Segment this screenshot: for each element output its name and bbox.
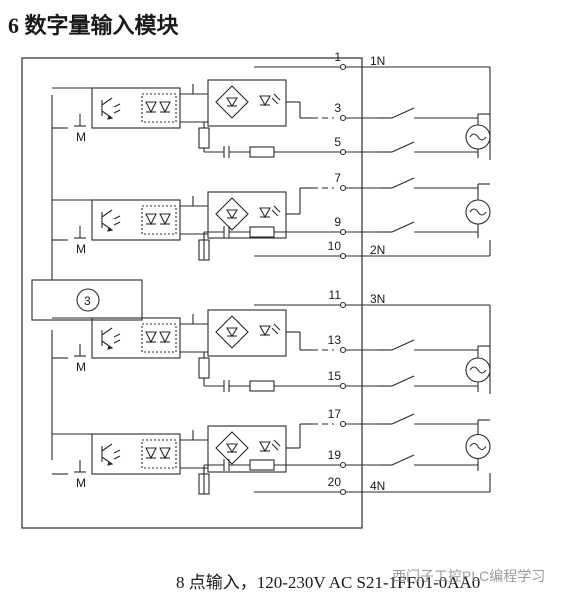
ground-label: M (76, 476, 86, 490)
rectifier-bridge (215, 431, 249, 465)
terminal-label: 3N (370, 292, 385, 306)
terminal-number: 19 (328, 448, 342, 462)
resistor (249, 459, 275, 471)
optocoupler-box (91, 433, 181, 475)
terminal-point (339, 420, 347, 428)
terminal-point (339, 301, 347, 309)
terminal-point (339, 114, 347, 122)
terminal-label: 2N (370, 243, 385, 257)
terminal-number: 5 (334, 135, 341, 149)
terminal-number: 1 (334, 50, 341, 64)
terminal-number: 7 (334, 171, 341, 185)
input-switch (391, 177, 415, 189)
input-switch (391, 454, 415, 466)
optocoupler-box (91, 199, 181, 241)
ground-label: M (76, 242, 86, 256)
input-switch (391, 339, 415, 351)
optocoupler-box (91, 317, 181, 359)
ground-label: M (76, 130, 86, 144)
resistor (249, 226, 275, 238)
terminal-number: 3 (334, 101, 341, 115)
watermark-text: 西门子工控PLC编程学习 (392, 568, 546, 584)
module-marker-number: 3 (84, 294, 91, 308)
terminal-label: 4N (370, 479, 385, 493)
terminal-point (339, 148, 347, 156)
terminal-label: 1N (370, 54, 385, 68)
module-marker-box (31, 279, 143, 321)
terminal-point (339, 461, 347, 469)
module-outline (21, 57, 363, 529)
input-switch (391, 375, 415, 387)
terminal-number: 11 (329, 288, 342, 302)
resistor (198, 127, 210, 149)
page-title: 6 数字量输入模块 (8, 13, 179, 38)
rectifier-bridge (215, 315, 249, 349)
terminal-number: 15 (328, 369, 342, 383)
input-switch (391, 107, 415, 119)
input-channel-group: M (52, 177, 491, 261)
terminal-point (339, 382, 347, 390)
terminal-number: 10 (328, 239, 342, 253)
terminal-point (339, 228, 347, 236)
resistor (198, 357, 210, 379)
terminal-number: 17 (328, 407, 342, 421)
resistor (249, 380, 275, 392)
resistor (249, 146, 275, 158)
terminal-number: 9 (334, 215, 341, 229)
input-channel-group: M (52, 304, 491, 394)
ground-label: M (76, 360, 86, 374)
rectifier-bridge (215, 85, 249, 119)
terminal-point (339, 252, 347, 260)
terminal-point (339, 184, 347, 192)
input-switch (391, 413, 415, 425)
terminal-point (339, 346, 347, 354)
input-switch (391, 141, 415, 153)
figure-caption: 8 点输入，120-230V AC S21-1FF01-0AA0 (176, 573, 481, 592)
optocoupler-box (91, 87, 181, 129)
rectifier-bridge (215, 197, 249, 231)
input-channel-group: M (52, 66, 491, 160)
input-channel-group: M (52, 413, 491, 495)
terminal-number: 13 (328, 333, 342, 347)
module-marker-circle (76, 288, 100, 312)
terminal-point (339, 488, 347, 496)
terminal-point (339, 63, 347, 71)
input-switch (391, 221, 415, 233)
terminal-number: 20 (328, 475, 342, 489)
